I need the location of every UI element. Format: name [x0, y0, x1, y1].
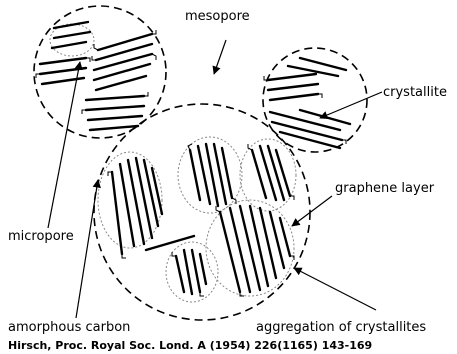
- mesopore-arrow: [214, 40, 226, 74]
- crystallite-outlines: [50, 24, 296, 302]
- label-amorphous-carbon: amorphous carbon: [8, 320, 130, 335]
- crystallite-stack-right-lower: [270, 110, 350, 148]
- crystallite-stack-center-left: [112, 158, 162, 254]
- amorphous-carbon-fragment: [146, 236, 194, 250]
- citation: Hirsch, Proc. Royal Soc. Lond. A (1954) …: [8, 339, 372, 352]
- crystallite-stack-right-top: [288, 58, 346, 76]
- crystallite-stack-center-bottom: [176, 250, 206, 294]
- amorphous-carbon-arrow: [76, 180, 98, 318]
- label-crystallite: crystallite: [383, 85, 447, 100]
- label-graphene-layer: graphene layer: [335, 181, 435, 196]
- crystallite-arrow: [320, 92, 382, 118]
- label-mesopore: mesopore: [185, 9, 250, 24]
- crystallite-stack-topleft-left: [40, 58, 86, 84]
- crystallite-stack-topleft-bottom: [86, 96, 144, 130]
- crystallite-stack-right-upper: [268, 74, 318, 100]
- crystallite-stack-center-right: [252, 146, 290, 200]
- graphene-layer-arrow: [292, 196, 332, 226]
- label-micropore: micropore: [8, 229, 74, 244]
- micropore-arrow: [48, 62, 80, 228]
- crystallite-stack-topleft-small: [52, 22, 90, 48]
- crystallite-stack-center-middle: [190, 144, 232, 206]
- label-aggregation: aggregation of crystallites: [256, 320, 426, 335]
- crystallite-stack-center-lower: [220, 206, 290, 292]
- aggregation-arrow: [294, 268, 376, 310]
- annotation-arrows: [48, 40, 382, 318]
- crystallite-stack-topleft-main: [94, 34, 152, 90]
- crystallite-outline: [50, 24, 94, 56]
- edge-hooks: [36, 30, 346, 296]
